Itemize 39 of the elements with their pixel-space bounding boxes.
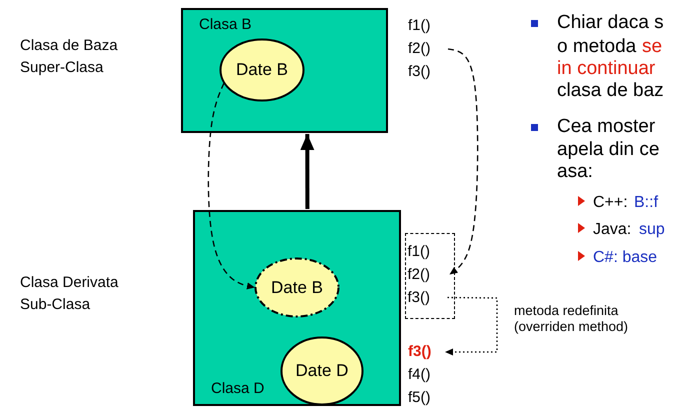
- bullet-text: Chiar daca s: [557, 11, 664, 35]
- code-text: B::f: [634, 193, 658, 213]
- method-group-box: [405, 233, 455, 319]
- bullet-text: in continuar: [557, 57, 656, 81]
- bullet-text: o metoda: [557, 35, 636, 59]
- method-name: f2(): [408, 38, 446, 60]
- method-name: f3(): [408, 61, 446, 83]
- class-role-label: Clasa de Baza Super-Clasa: [20, 36, 119, 78]
- method-name: f2(): [408, 264, 446, 286]
- method-name: f1(): [408, 240, 446, 262]
- bullet-text: clasa de baz: [557, 79, 664, 103]
- data-label: Date D: [294, 361, 350, 381]
- inheritance-arrow: [300, 134, 314, 209]
- code-text: sup: [639, 220, 665, 240]
- bullet-text: apela din ce: [557, 138, 660, 162]
- class-box: [181, 8, 388, 133]
- method-name: f4(): [408, 364, 444, 386]
- class-label: Clasa D: [211, 380, 264, 397]
- data-label: Date B: [235, 60, 289, 80]
- arrow: [448, 48, 478, 276]
- method-name: f1(): [408, 15, 446, 37]
- class-role-label: Clasa Derivata Sub-Clasa: [20, 273, 120, 315]
- bullet-text: Cea moster: [557, 115, 656, 139]
- bullet-text: se: [642, 35, 662, 59]
- method-name: f5(): [408, 387, 444, 409]
- overridden-method-name: f3(): [408, 341, 444, 363]
- data-ellipse: [219, 38, 305, 102]
- sub-bullet-text: C++:: [593, 193, 628, 213]
- data-ellipse: [254, 257, 340, 318]
- method-name: f3(): [408, 286, 446, 308]
- arrow: [208, 82, 256, 290]
- arrow: [445, 296, 498, 356]
- code-text: C#: base: [593, 248, 658, 268]
- class-label: Clasa B: [199, 16, 252, 33]
- class-box: [193, 210, 401, 406]
- sub-bullet-text: Java:: [593, 220, 632, 240]
- data-label: Date B: [270, 278, 324, 298]
- bullet-text: asa:: [557, 160, 593, 184]
- data-ellipse: [280, 336, 364, 406]
